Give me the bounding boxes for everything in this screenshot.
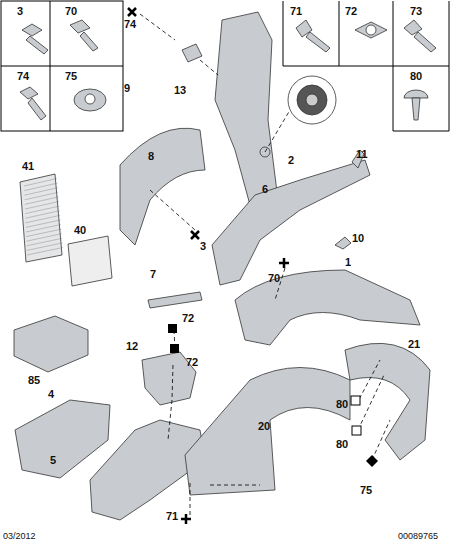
callout-number: 85 (28, 374, 40, 386)
callout-number: 80 (336, 438, 348, 450)
callout-number: 72 (186, 356, 198, 368)
callout-number: 80 (336, 398, 348, 410)
callout-number: 71 (166, 510, 178, 522)
callout-number: 73 (410, 5, 422, 17)
callout-number: 3 (200, 240, 206, 252)
callout-number: 3 (17, 5, 23, 17)
callout-number: 41 (22, 160, 34, 172)
callout-number: 74 (124, 18, 136, 30)
callout-number: 80 (410, 70, 422, 82)
callout-number: 40 (74, 224, 86, 236)
callout-number: 72 (345, 5, 357, 17)
callout-number: 1 (345, 256, 351, 268)
callout-number: 7 (150, 268, 156, 280)
callout-number: 70 (268, 272, 280, 284)
callout-number: 74 (17, 70, 29, 82)
callout-number: 20 (258, 420, 270, 432)
callout-number: 71 (290, 5, 302, 17)
callout-number: 9 (124, 82, 130, 94)
callout-number: 8 (148, 150, 154, 162)
callout-number: 72 (182, 312, 194, 324)
callout-number: 4 (48, 388, 54, 400)
callout-number: 13 (174, 84, 186, 96)
callout-number: 5 (50, 454, 56, 466)
callout-number: 2 (288, 154, 294, 166)
callout-number: 12 (126, 340, 138, 352)
callout-number: 70 (65, 5, 77, 17)
callout-number: 11 (356, 148, 368, 160)
callout-number: 75 (65, 70, 77, 82)
callout-number: 6 (262, 183, 268, 195)
footer-text: 00089765 (398, 530, 438, 542)
callout-number: 21 (408, 338, 420, 350)
callout-number: 75 (360, 484, 372, 496)
footer-text: 03/2012 (3, 530, 36, 542)
callout-number: 10 (352, 232, 364, 244)
